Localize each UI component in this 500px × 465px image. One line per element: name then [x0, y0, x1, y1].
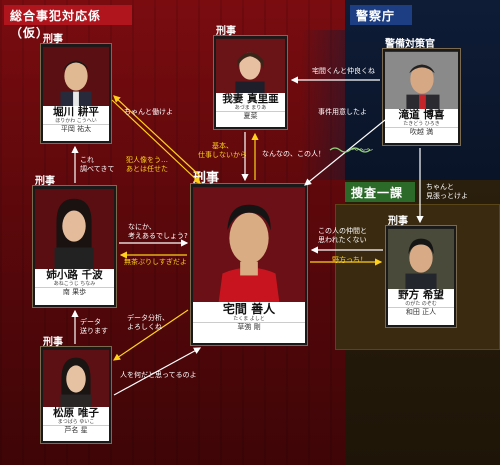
portrait-gaman [216, 38, 285, 95]
relation-label: ちゃんと 見張っとけよ [426, 183, 468, 200]
role-label: 刑事 [216, 26, 236, 37]
relation-label: なんなの、この人！ [262, 150, 325, 158]
portrait-nono [388, 228, 454, 291]
card-matsubara[interactable]: 刑事 松原 唯子 まつばら ゆいこ 芦名 星 [40, 337, 112, 444]
relation-label: 事件用意したよ [318, 108, 367, 116]
person-name: 野方 希望 [398, 289, 444, 301]
person-name: 堀川 耕平 [53, 106, 99, 118]
portrait-matsubara [43, 349, 109, 409]
relation-label: 〜〜〜 [352, 146, 373, 154]
person-name: 松原 唯子 [53, 407, 99, 419]
role-label: 刑事 [35, 176, 55, 187]
relation-label: 無茶ぶりしすぎだよ [124, 258, 187, 266]
relation-label: 野方っち！ [332, 256, 367, 264]
actor-name: 平岡 祐太 [43, 124, 109, 134]
actor-name: 和田 正人 [388, 307, 454, 317]
card-takimichi[interactable]: 警備対策官 滝道 博喜 たきどう ひろき 吹越 満 [382, 39, 461, 146]
role-label: 警備対策官 [385, 39, 435, 50]
actor-name: 草彅 剛 [193, 322, 305, 332]
role-label: 刑事 [388, 216, 408, 227]
portrait-anekoji [35, 188, 114, 270]
card-nono[interactable]: 刑事 野方 希望 のがた のぞむ 和田 正人 [385, 216, 457, 328]
actor-name: 芦名 星 [43, 425, 109, 435]
group-soukatsu-header: 総合事犯対応係（仮） [4, 5, 132, 40]
person-ruby: たきどう ひろき [403, 121, 440, 127]
card-anekoji[interactable]: 刑事 姉小路 千波 あねこうじ ちなみ 南 果歩 [32, 176, 117, 308]
role-label: 刑事 [43, 34, 63, 45]
person-ruby: ほりかわ こうへい [55, 118, 97, 124]
group-sousa-header: 捜査一課 [345, 182, 415, 202]
actor-name: 吹越 満 [385, 127, 458, 137]
portrait-takuma [193, 186, 305, 304]
group-keisatsu-header: 警察庁 [350, 5, 412, 25]
relation-label: データ分析、 よろしくね [127, 314, 169, 331]
role-label: 刑事 [193, 171, 220, 186]
relation-label: これ 調べてきて [80, 156, 115, 173]
relation-label: データ 送ります [80, 318, 108, 335]
relation-label: この人の仲間と 思われたくない [318, 227, 367, 244]
person-ruby: たくま よしと [233, 316, 265, 322]
person-ruby: あづま まりあ [234, 105, 267, 111]
actor-name: 南 果歩 [35, 287, 114, 297]
portrait-takimichi [385, 51, 458, 111]
person-ruby: のがた のぞむ [405, 301, 437, 307]
card-gaman[interactable]: 刑事 我妻 真里亜 あづま まりあ 夏菜 [213, 26, 288, 130]
relation-label: 基本、 仕事しないから [198, 142, 247, 159]
relation-label: 宅間くんと仲良くね [312, 67, 375, 75]
role-label: 刑事 [43, 337, 63, 348]
person-ruby: まつばら ゆいこ [57, 419, 95, 425]
person-name: 宅間 善人 [222, 302, 276, 316]
relation-label: ちゃんと働けよ [124, 108, 173, 116]
portrait-horikawa [43, 46, 109, 108]
relation-label: なにか、 考えあるでしょう? [128, 223, 188, 240]
relation-label: 犯人像をう… あとは任せた [126, 156, 168, 173]
person-name: 滝道 博喜 [398, 109, 445, 121]
actor-name: 夏菜 [216, 111, 285, 121]
person-ruby: あねこうじ ちなみ [53, 281, 96, 287]
person-name: 姉小路 千波 [46, 269, 103, 281]
card-horikawa[interactable]: 刑事 堀川 耕平 ほりかわ こうへい 平岡 祐太 [40, 34, 112, 144]
relation-label: 人を何だと思ってるのよ [120, 371, 197, 379]
person-name: 我妻 真里亜 [222, 93, 279, 105]
card-takuma[interactable]: 刑事 宅間 善人 たくま よしと 草彅 剛 [190, 171, 308, 346]
